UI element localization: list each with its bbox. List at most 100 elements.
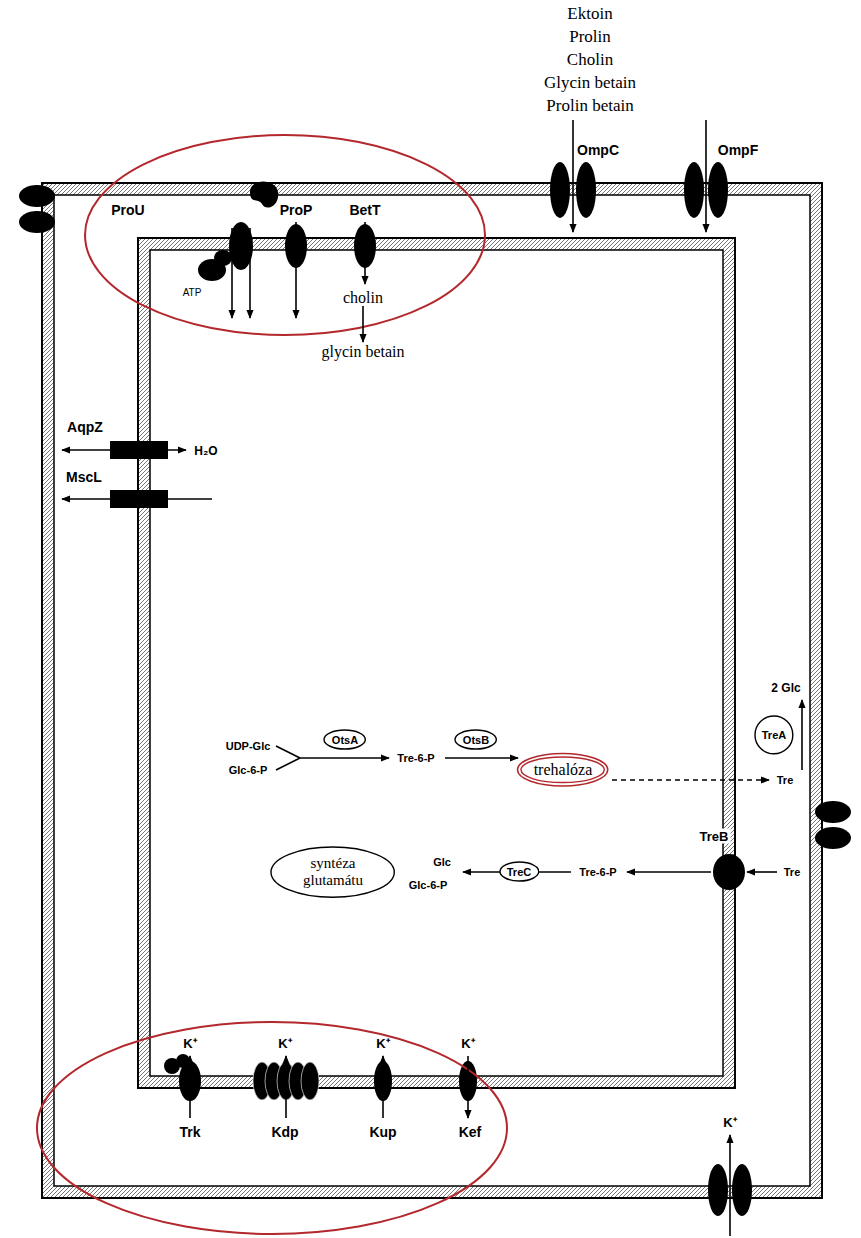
protein-label: Trk	[179, 1124, 200, 1140]
molecule-label: Tre-6-P	[579, 866, 616, 878]
porin-symbol	[708, 1164, 728, 1216]
node-text: TreA	[762, 729, 786, 741]
node-body: TreA	[762, 729, 786, 741]
node-text: syntéza glutamátu	[291, 855, 375, 889]
transporter-symbol	[301, 1062, 319, 1100]
flow-arrow	[285, 1056, 287, 1118]
outer-membrane	[42, 183, 822, 1198]
node-outline	[324, 730, 365, 749]
porin-symbol	[19, 211, 55, 233]
flow-arrow	[300, 757, 389, 759]
flow-arrow	[364, 222, 366, 284]
node-outline	[521, 757, 604, 783]
node-text: TreC	[507, 866, 531, 878]
ion-label: K⁺	[183, 1034, 196, 1052]
highlight-ellipse	[37, 1022, 507, 1234]
highlight-ellipse	[85, 135, 485, 335]
node-outline	[755, 716, 793, 754]
porin-symbol	[576, 162, 596, 218]
merge-line	[276, 746, 300, 770]
flow-arrow	[445, 757, 518, 759]
flow-arrow	[231, 228, 233, 318]
flow-arrow	[747, 871, 777, 873]
porin-symbol	[708, 162, 728, 218]
molecule-label: H₂O	[194, 444, 217, 458]
node-outline	[500, 862, 539, 881]
flow-arrow	[572, 120, 574, 232]
node-body: OtsA	[332, 734, 358, 746]
protein-label: ProP	[280, 202, 313, 218]
protein-label: TreB	[698, 829, 731, 844]
molecule-label: Tre	[777, 774, 794, 786]
node-text: trehalóza	[534, 761, 593, 779]
protein-label: Kdp	[271, 1124, 298, 1140]
molecule-label: ATP	[183, 287, 202, 298]
molecule-label: Cholin	[567, 50, 613, 70]
process-ellipse: syntéza glutamátu	[270, 846, 395, 898]
node-text: OtsB	[463, 734, 489, 746]
binding-protein	[250, 182, 278, 208]
protein-label: ProU	[111, 202, 144, 218]
flow-arrow	[627, 871, 711, 873]
flow-arrow	[62, 449, 186, 451]
enzyme-ellipse: OtsA	[323, 729, 366, 750]
protein-label: Kup	[369, 1124, 396, 1140]
molecule-label: Tre	[784, 866, 801, 878]
transporter-symbol	[713, 854, 745, 890]
flow-arrow	[362, 306, 364, 342]
node-body: syntéza glutamátu	[291, 855, 375, 889]
flow-arrow	[295, 222, 297, 318]
molecule-label: Prolin	[569, 27, 611, 47]
ion-label: K⁺	[461, 1034, 474, 1052]
enzyme-ellipse: OtsB	[454, 729, 497, 750]
molecule-label: Glc	[433, 856, 451, 868]
molecule-label: UDP-Glc	[226, 740, 271, 752]
ion-label: K⁺	[376, 1034, 389, 1052]
enzyme-circle: TreA	[754, 715, 794, 755]
node-body: trehalóza	[534, 761, 593, 779]
node-outline	[518, 754, 608, 787]
product-ellipse: trehalóza	[516, 752, 609, 788]
protein-label: Kef	[459, 1124, 482, 1140]
porin-symbol	[550, 162, 570, 218]
protein-label: OmpC	[575, 142, 621, 158]
flow-arrow	[467, 1056, 469, 1118]
porin-symbol	[815, 827, 851, 849]
node-text: OtsA	[332, 734, 358, 746]
flow-arrow	[705, 120, 707, 232]
flow-arrow	[729, 1135, 731, 1236]
protein-label: OmpF	[718, 142, 758, 158]
node-body: OtsB	[463, 734, 489, 746]
ion-label: K⁺	[278, 1034, 291, 1052]
node-outline	[455, 730, 496, 749]
molecule-label: Tre-6-P	[397, 752, 434, 764]
atpase-symbol	[214, 250, 232, 266]
protein-label: MscL	[66, 469, 102, 485]
inner-membrane	[138, 238, 735, 1088]
porin-symbol	[815, 801, 851, 823]
protein-label: BetT	[349, 202, 380, 218]
flow-arrow	[382, 1056, 384, 1118]
flow-arrow	[62, 498, 212, 500]
porin-symbol	[684, 162, 704, 218]
dashed-arrow	[612, 779, 769, 781]
molecule-label: glycin betain	[321, 343, 404, 361]
molecule-label: 2 Glc	[771, 681, 800, 695]
molecule-label: Glc-6-P	[409, 879, 448, 891]
flow-arrow	[801, 700, 803, 770]
ion-label: K⁺	[723, 1113, 736, 1131]
periplasm	[54, 195, 810, 1186]
porin-symbol	[19, 185, 55, 207]
flow-arrow	[249, 228, 251, 318]
molecule-label: Glycin betain	[544, 73, 636, 93]
molecule-label: Glc-6-P	[229, 764, 268, 776]
enzyme-ellipse: TreC	[499, 861, 540, 882]
flow-arrow	[189, 1056, 191, 1118]
cytoplasm	[150, 250, 723, 1076]
molecule-label: Ektoin	[567, 4, 612, 24]
molecule-label: Prolin betain	[546, 96, 633, 116]
molecule-label: cholin	[343, 289, 383, 307]
